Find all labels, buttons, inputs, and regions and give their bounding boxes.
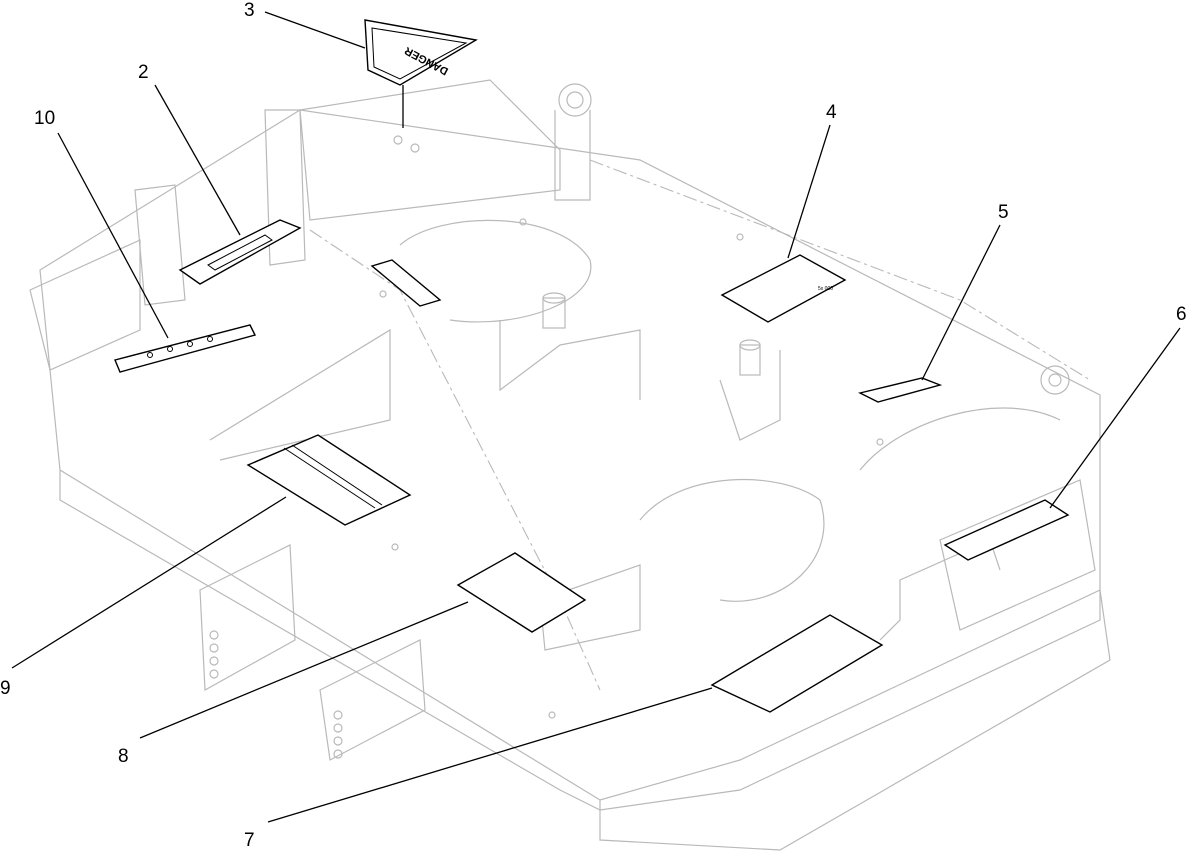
danger-decal: DANGER — [364, 19, 478, 86]
side-baffle-decal — [943, 499, 1070, 561]
leader-6 — [1049, 327, 1181, 509]
leader-3 — [264, 11, 366, 49]
small-strip-decal — [857, 377, 943, 403]
callout-8: 8 — [118, 746, 129, 767]
leader-8 — [139, 601, 469, 739]
leader-10 — [57, 132, 169, 339]
leader-5 — [921, 224, 1001, 381]
mower-deck-outline — [29, 79, 1111, 851]
spine-tag-decal — [370, 259, 442, 307]
center-deck-decal: 5x 000 — [720, 254, 847, 323]
callout-3: 3 — [244, 0, 255, 21]
leader-4 — [787, 124, 831, 259]
leader-9 — [11, 496, 287, 669]
large-striped-decal — [246, 434, 412, 526]
leader-lines — [11, 11, 1181, 823]
front-deck-decal — [456, 552, 587, 633]
callout-10: 10 — [34, 108, 55, 129]
leader-7 — [267, 687, 713, 823]
front-skirt-decal — [710, 614, 884, 713]
center-deck-decal-code: 5x 000 — [818, 286, 833, 292]
callout-6: 6 — [1176, 304, 1187, 325]
callout-7: 7 — [244, 830, 255, 851]
height-of-cut-decal — [114, 324, 257, 373]
callout-5: 5 — [998, 202, 1009, 223]
callout-4: 4 — [826, 102, 837, 123]
rear-long-decal — [178, 219, 302, 285]
leader-2 — [154, 84, 241, 236]
callout-2: 2 — [138, 62, 149, 83]
callout-9: 9 — [0, 678, 11, 699]
